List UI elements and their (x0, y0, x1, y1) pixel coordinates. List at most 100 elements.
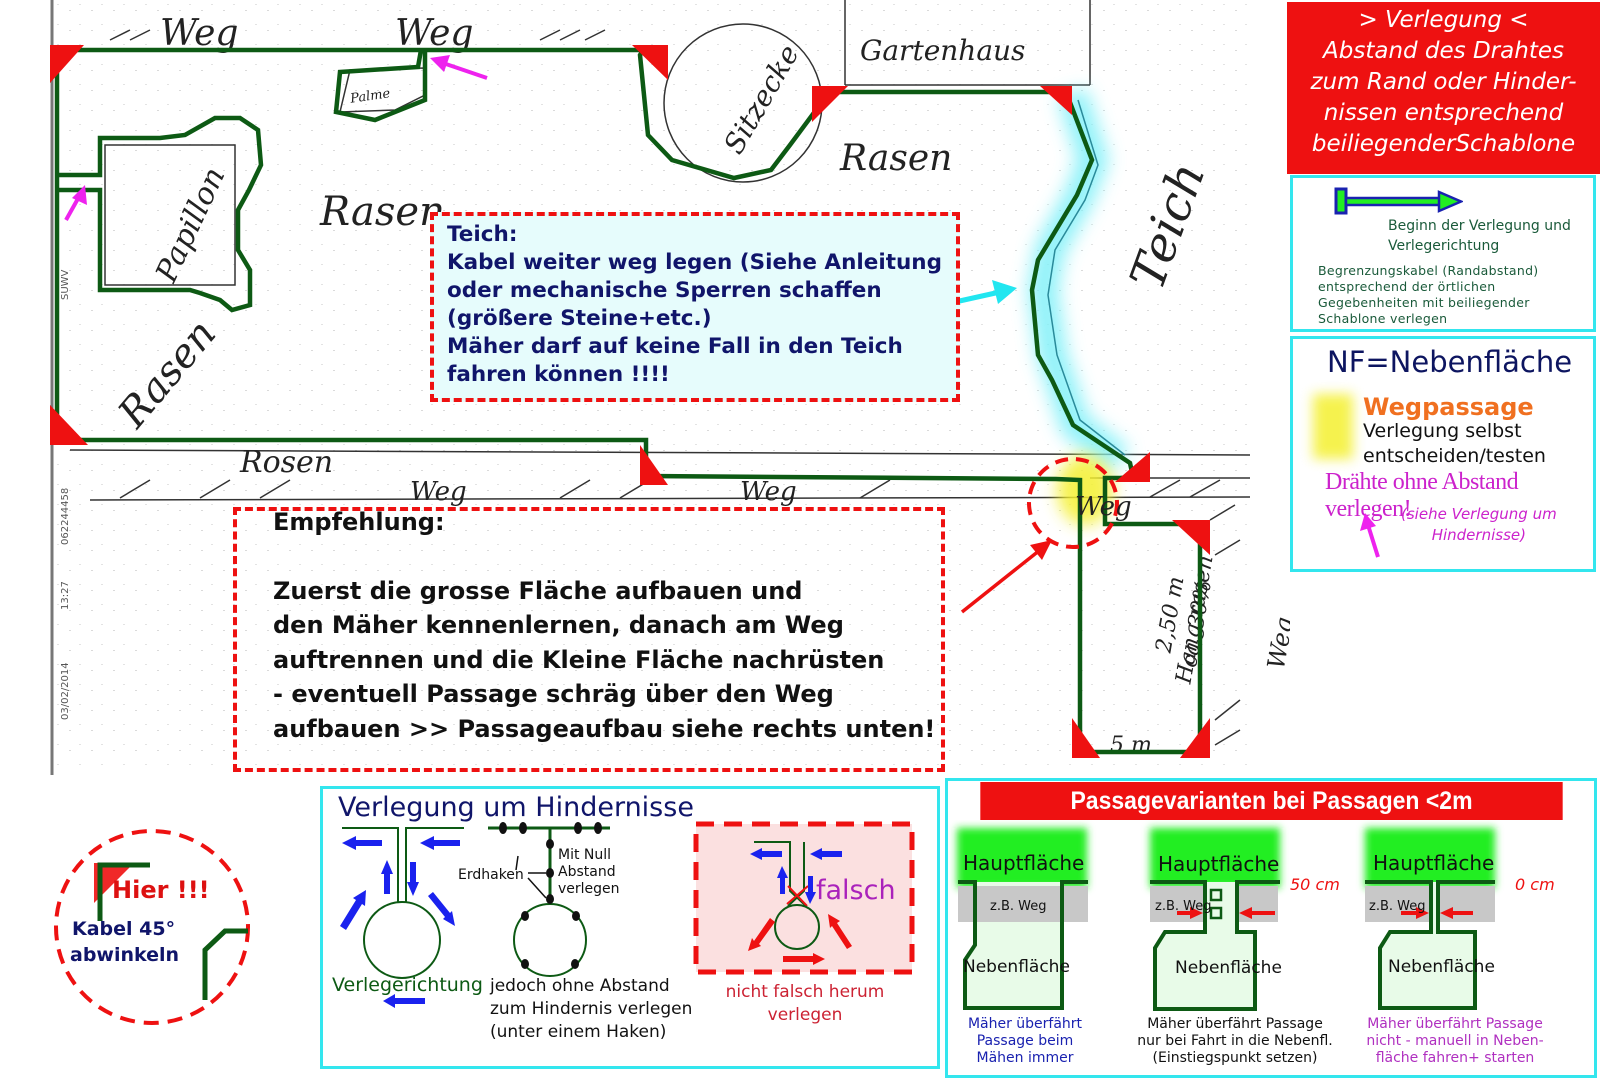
hauptflaeche-label: Hauptfläche (1373, 851, 1494, 875)
corner-marker (50, 45, 84, 83)
hauptflaeche-area (1150, 828, 1280, 888)
mitnull-line: Abstand (558, 864, 616, 880)
wire-corner-sample (97, 862, 150, 921)
jedoch-line: jedoch ohne Abstand (489, 976, 670, 996)
direction-arrows-blue (340, 836, 460, 1008)
label-rasen-center: Rasen (319, 189, 445, 235)
erdhaken-dot (594, 822, 602, 834)
falsch-label: falsch (816, 875, 896, 906)
erdhaken-dot (499, 822, 507, 834)
siehe-line: (siehe Verlegung um (1401, 505, 1557, 523)
corner-marker (1172, 520, 1210, 555)
wire-45-sample (202, 928, 248, 1000)
wire-papillon-loop (57, 115, 264, 313)
nicht-falsch-line: nicht falsch herum (726, 982, 885, 1002)
erdhaken-dot (521, 911, 529, 921)
corner-marker (1180, 718, 1210, 758)
pond-edge (1047, 99, 1126, 456)
label-rasen-top: Rasen (839, 138, 952, 179)
hauptflaeche-area (1365, 828, 1495, 888)
arrow (428, 892, 455, 926)
wegpassage-line: Verlegung selbst (1363, 420, 1522, 442)
empfehlung-line: Zuerst die grosse Fläche aufbauen und (273, 576, 803, 605)
jedoch-line: zum Hindernis verlegen (490, 999, 692, 1019)
label-gartenhaus: Gartenhaus (860, 34, 1025, 67)
mitnull-line: verlegen (558, 881, 620, 897)
boundary-wire (54, 47, 1203, 755)
weg-label: z.B. Weg (1155, 899, 1211, 914)
distance-arrow (1239, 907, 1275, 919)
magenta-arrows (64, 55, 488, 221)
correct-loop (342, 827, 464, 979)
arrow (420, 836, 460, 850)
start-arrow-icon (1334, 187, 1463, 215)
sketch-lines (69, 0, 1251, 746)
kabel-45-line: Kabel 45° (72, 918, 175, 940)
distance-arrow (1401, 907, 1429, 919)
arrow (383, 994, 425, 1008)
passage-variants: Hauptfläche Hauptfläche Hauptfläche z.B.… (957, 828, 1555, 1066)
label-weg-top-2: Weg (395, 13, 473, 54)
erdhaken-dot (574, 822, 582, 834)
distance-arrow (1177, 907, 1203, 919)
erdhaken-dot (519, 822, 527, 834)
caption-line: Mähen immer (976, 1050, 1073, 1066)
verlegung-line: > Verlegung < (1358, 7, 1529, 33)
erdhaken-dot (546, 839, 554, 849)
margin-number: 062244458 (60, 488, 71, 545)
teich-note-line: fahren können !!!! (447, 362, 670, 387)
passage-title: Passagevarianten bei Passagen <2m (980, 782, 1563, 820)
mitnull-line: Mit Null (558, 847, 611, 863)
verlegung-heading-panel: > Verlegung < Abstand des Drahtes zum Ra… (1287, 2, 1600, 174)
arrow-head (430, 55, 450, 72)
caption-line: nur bei Fahrt in die Nebenfl. (1137, 1033, 1333, 1049)
margin-code: SUWV (60, 269, 71, 300)
corner-marker (640, 445, 668, 485)
arrow (805, 876, 816, 904)
erdhaken-label: Erdhaken (458, 867, 524, 883)
kabel-line: Begrenzungskabel (Randabstand) (1318, 263, 1539, 278)
arrow (750, 848, 782, 860)
verlegung-line: zum Rand oder Hinder- (1310, 69, 1577, 95)
corner-marker (50, 405, 88, 445)
corner-marker-sample (94, 863, 134, 903)
caption-line: Passage beim (977, 1033, 1074, 1049)
wegpassage-swatch (1313, 394, 1353, 459)
label-weg-bottom-1: Weg (410, 477, 467, 507)
hooks-loop (488, 822, 610, 977)
red-arrow-to-passage (960, 540, 1052, 614)
arrow (783, 953, 825, 965)
caption-line: Mäher überfährt Passage (1367, 1016, 1543, 1032)
corner-marker (1072, 718, 1100, 758)
distance-label: 0 cm (1515, 875, 1555, 894)
label-rosen: Rosen (239, 445, 333, 480)
cyan-arrow (954, 280, 1017, 305)
empfehlung-line: aufbauen >> Passageaufbau siehe rechts u… (273, 714, 936, 743)
hauptflaeche-label: Hauptfläche (1158, 852, 1279, 876)
wegpassage-highlight (1057, 455, 1113, 525)
verlegung-line: Abstand des Drahtes (1323, 38, 1564, 64)
erdhaken-dot (521, 959, 529, 969)
label-weg-passage: Weg (1075, 492, 1132, 522)
hier-circle (54, 829, 250, 1025)
wrong-example: falsch (693, 821, 915, 975)
empfehlung-line: - eventuell Passage schräg über den Weg (273, 680, 834, 708)
label-side: Weg (1262, 615, 1290, 671)
wegpassage-line: entscheiden/testen (1363, 445, 1546, 467)
teich-note-line: Kabel weiter weg legen (Siehe Anleitung (447, 250, 942, 275)
margin-stamp: 062244458 13:27 03/02/2014 SUWV (60, 269, 71, 720)
teich-note: Teich: Kabel weiter weg legen (Siehe Anl… (430, 212, 960, 402)
passage-variant-1 (957, 828, 1088, 1010)
nebenflaeche-legend-panel: NF=Nebenfläche Wegpassage Verlegung selb… (1290, 336, 1596, 572)
teich-note-line: (größere Steine+etc.) (447, 306, 712, 331)
caption-line: fläche fahren+ starten (1376, 1050, 1535, 1066)
hauptflaeche-label: Hauptfläche (963, 851, 1084, 875)
corner-markers (50, 45, 1210, 758)
siehe-line: Hindernisse) (1431, 526, 1526, 544)
arrow (407, 862, 419, 896)
weg-label: z.B. Weg (990, 899, 1046, 914)
arrow (342, 836, 382, 850)
teich-note-line: Teich: (447, 222, 518, 247)
empfehlung-note: Empfehlung: Zuerst die grosse Fläche auf… (233, 507, 945, 772)
weg-label: z.B. Weg (1369, 899, 1425, 914)
